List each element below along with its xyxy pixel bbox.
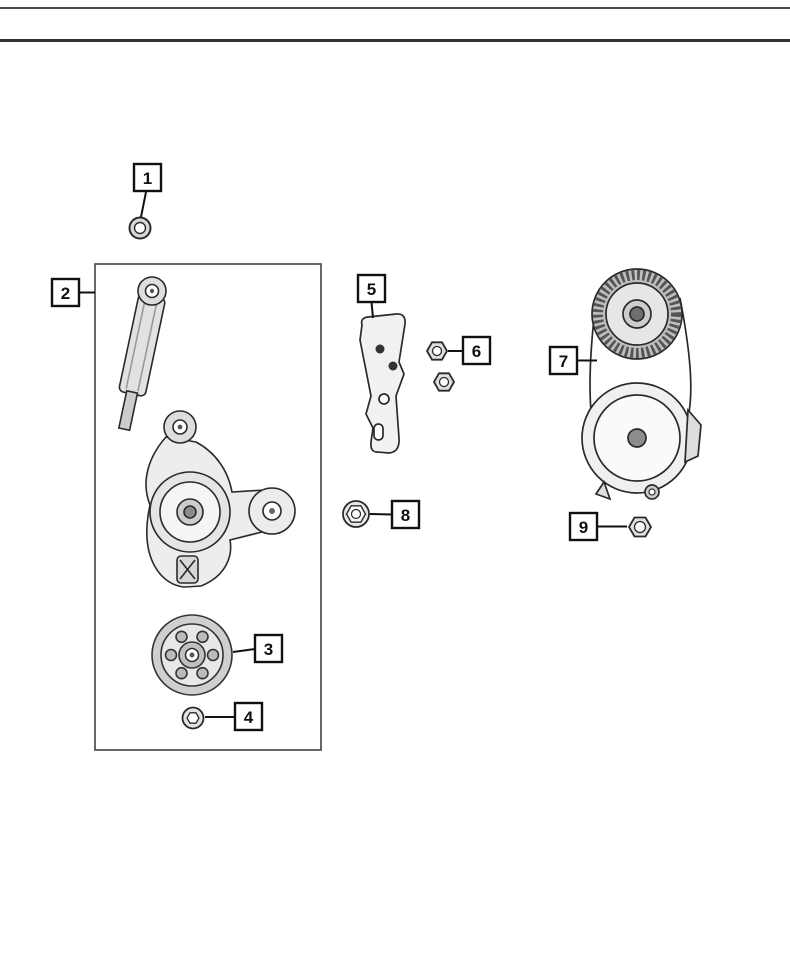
callout-6[interactable]: 6: [448, 335, 492, 366]
part9-nut-drawing: [627, 516, 653, 538]
callout-9-label: 9: [579, 518, 588, 537]
second-rule-line: [0, 39, 790, 42]
callout-3[interactable]: 3: [232, 633, 284, 664]
callout-7-label: 7: [559, 352, 568, 371]
part5-bracket-drawing: [359, 313, 406, 454]
callout-9[interactable]: 9: [568, 511, 627, 542]
callout-8-label: 8: [401, 506, 410, 525]
callout-5-label: 5: [367, 280, 376, 299]
callout-5[interactable]: 5: [356, 273, 387, 319]
callout-4-label: 4: [244, 708, 254, 727]
top-rule-line: [0, 7, 790, 9]
part1-ring-drawing: [128, 216, 152, 240]
part3-pulley-drawing: [151, 614, 233, 696]
callout-4[interactable]: 4: [205, 701, 264, 732]
callout-8[interactable]: 8: [369, 499, 421, 530]
callout-7[interactable]: 7: [548, 345, 597, 376]
callout-2-label: 2: [61, 284, 70, 303]
part7-tensioner-drawing: [581, 268, 702, 501]
callout-6-label: 6: [472, 342, 481, 361]
part6-nuts-drawing: [425, 341, 456, 392]
callout-3-label: 3: [264, 640, 273, 659]
callout-1[interactable]: 1: [132, 162, 163, 218]
assembly-box-outline: [94, 263, 322, 751]
part8-nut-drawing: [342, 500, 370, 528]
callout-1-label: 1: [143, 169, 152, 188]
damper-tensioner-assembly-drawing: [117, 276, 296, 588]
part4-bolt-drawing: [181, 706, 205, 730]
callout-2[interactable]: 2: [50, 277, 95, 308]
